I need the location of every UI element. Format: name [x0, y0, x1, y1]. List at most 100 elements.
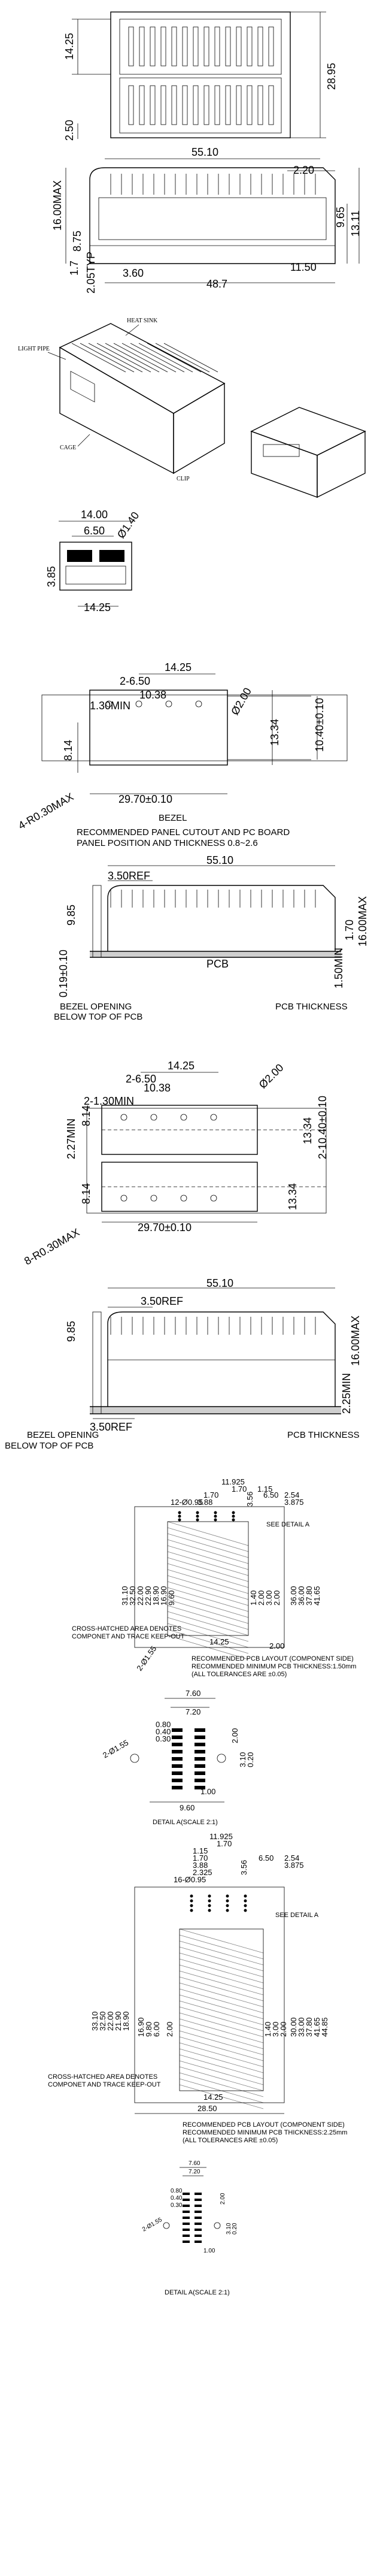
rib-line [80, 343, 135, 373]
dim-pcb2-left-4: 18.90 [121, 2011, 130, 2031]
detail2-hole-2 [214, 2222, 221, 2229]
pad [183, 2223, 190, 2225]
pcb-hole [196, 1511, 199, 1514]
heat-sink-slot [182, 85, 188, 125]
dim-v2-10: 48.7 [206, 278, 227, 290]
panel-cutout-rect [89, 690, 228, 766]
dim-pcb1-inner-3: 2.00 [272, 1591, 281, 1606]
dim-pcb1-left-0: 31.10 [120, 1586, 129, 1606]
dim-pcb2-left-0: 33.10 [90, 2011, 99, 2031]
heat-sink-slot [225, 26, 231, 66]
dim-pcb2-right-4: 44.85 [320, 2017, 329, 2037]
pad [172, 1750, 183, 1753]
dim-p2-7: 2.27MIN [65, 1118, 77, 1159]
detail-a-1: 7.60 7.20 0.80 0.40 0.30 2-Ø1.55 2.00 3.… [101, 1689, 255, 1826]
hatch-line [179, 2024, 264, 2049]
dim-pcb2-top-10: 16-Ø0.95 [174, 1875, 206, 1884]
dim-pcb1-left-4: 18.90 [151, 1586, 160, 1606]
dim-pcb2-top-7: 2.54 [284, 1854, 299, 1863]
panel-hole [120, 1195, 127, 1202]
top-view-upper-port [119, 19, 282, 75]
heat-sink-slot [171, 26, 177, 66]
dim-v2-9: 11.50 [290, 261, 317, 273]
dim-d2-2: 0.80 [171, 2188, 183, 2194]
hatch-line [179, 1970, 264, 1996]
bezel-opening-1: BEZEL OPENING [60, 1002, 132, 1012]
pcb-hole [232, 1518, 235, 1522]
pcb-thickness-1: PCB THICKNESS [275, 1002, 348, 1012]
pad [183, 2217, 190, 2219]
heat-sink-slot [160, 26, 166, 66]
dim-pcb2-top-1: 1.70 [217, 1839, 232, 1848]
dim-pcb1-top-7: 2.54 [284, 1490, 299, 1499]
pcb2-left-dims: 33.10 32.50 22.00 21.90 18.90 16.90 9.80… [90, 2011, 161, 2037]
rib-line [88, 343, 143, 373]
pad [194, 1743, 205, 1746]
pcb-hole [190, 1909, 193, 1912]
hatch-line [167, 1617, 249, 1642]
dim-pcb1-top-4: 3.88 [197, 1498, 212, 1507]
pad [194, 2241, 202, 2243]
pcb-hole [190, 1899, 193, 1903]
dim-pcb1-top-5: 3.56 [245, 1492, 254, 1507]
dim-pcb2-right-2: 37.80 [305, 2017, 314, 2037]
dim-pcb2-top-2: 1.15 [193, 1846, 208, 1855]
hatch-line [167, 1563, 249, 1588]
pcb-hole [178, 1511, 181, 1514]
dim-d1-0: 7.60 [186, 1689, 200, 1698]
dim-pcb2-left-3: 21.90 [114, 2011, 123, 2031]
dim-s1-5: 0.19±0.10 [57, 950, 69, 997]
iso-rear-outline [250, 407, 366, 456]
pad [194, 2229, 202, 2231]
panel-bezel-label: BEZEL [159, 813, 187, 823]
dim-s1-4: 16.00MAX [357, 896, 369, 947]
dim-s1-3: 1.70 [344, 920, 355, 941]
below-top-pcb-2: BELOW TOP OF PCB [5, 1441, 93, 1451]
dim-d2-0: 7.60 [189, 2160, 200, 2167]
dim-pcb1-bottom-1: 2.00 [269, 1641, 284, 1650]
panel-hole [150, 1114, 157, 1121]
dim-pcb1-top-8: 3.875 [284, 1498, 304, 1507]
label-heat-sink: HEAT SINK [127, 318, 158, 324]
pad [183, 2229, 190, 2231]
dim-d1-10: 9.60 [180, 1803, 194, 1812]
hatch-line [179, 1964, 264, 1990]
hatch-line [179, 1946, 264, 1972]
heat-sink-slot [236, 85, 242, 125]
side-cage-outline [107, 885, 336, 953]
top-view-outline [110, 11, 291, 138]
dim-p2-6: 2-10.40±0.10 [317, 1096, 329, 1159]
hatch-line [179, 1940, 264, 1966]
hatch-line [167, 1605, 249, 1630]
pcb-hole [214, 1514, 217, 1518]
hatch-line [167, 1551, 249, 1576]
dim-s2-5: 2.25MIN [341, 1373, 352, 1414]
dim-s1-0: 55.10 [206, 854, 233, 866]
see-detail-a-1: SEE DETAIL A [266, 1521, 310, 1528]
pcb-layout-2: 11.925 1.70 1.15 1.70 3.88 3.56 6.50 2.5… [48, 1832, 347, 2144]
dim-p2-3: 2-1.30MIN [84, 1095, 134, 1107]
dim-p2-10: 8.14 [80, 1183, 92, 1204]
pcb-hole [208, 1899, 211, 1903]
pcb2-caption-3: (ALL TOLERANCES ARE ±0.05) [183, 2137, 278, 2144]
pad [194, 2223, 202, 2225]
hatch-line [167, 1569, 249, 1594]
dim-v2-0: 55.10 [192, 146, 218, 158]
keepout-hatch-2 [179, 1928, 264, 2109]
top-view: 14.25 28.95 2.50 [63, 11, 338, 141]
dim-p1-4: Ø2.00 [229, 686, 254, 717]
hatch-line [179, 2084, 264, 2109]
heat-sink-slot [128, 26, 134, 66]
panel-holes [105, 700, 202, 708]
dim-d2-5: 2-Ø1.55 [141, 2217, 163, 2233]
dim-s2-4: 3.50REF [90, 1421, 132, 1433]
pcb-thickness-2: PCB THICKNESS [287, 1430, 360, 1440]
dim-pcb2-left-5: 16.90 [136, 2017, 145, 2037]
rib-line [113, 343, 168, 373]
pcb-hole [214, 1511, 217, 1514]
keepout-note-1b: COMPONET AND TRACE KEEP-OUT [72, 1633, 185, 1640]
pcb-1-outline [134, 1506, 285, 1648]
pad [194, 2211, 202, 2213]
panel-hole [135, 700, 142, 708]
dim-p2-4: Ø2.00 [257, 1062, 286, 1091]
